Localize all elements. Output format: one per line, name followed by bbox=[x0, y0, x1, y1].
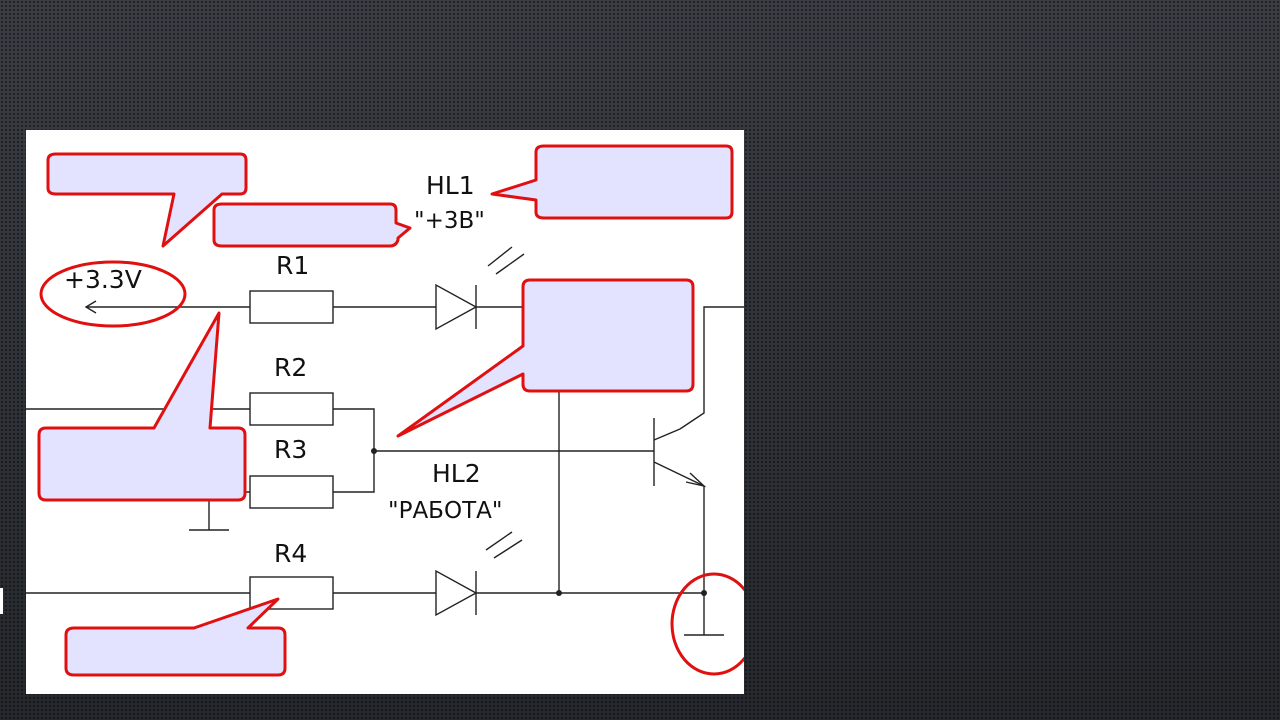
wire-collector bbox=[679, 306, 744, 430]
diode-hl1 bbox=[435, 283, 478, 331]
callout-hl1-ref[interactable] bbox=[490, 144, 734, 220]
resistor-r2 bbox=[249, 392, 334, 426]
r4-label: R4 bbox=[274, 539, 307, 568]
r2-label: R2 bbox=[274, 353, 307, 382]
highlight-rail-ellipse[interactable] bbox=[39, 260, 187, 328]
schematic-panel: +3.3V R1 R2 R3 R4 HL1 "+3В" HL2 "РАБОТА" bbox=[26, 130, 744, 694]
hl2-name-label: "РАБОТА" bbox=[388, 498, 502, 524]
resistor-r3 bbox=[249, 475, 334, 509]
r3-label: R3 bbox=[274, 435, 307, 464]
callout-hl1-name[interactable] bbox=[212, 202, 412, 248]
hl1-light-arrow-2 bbox=[495, 253, 525, 275]
transistor-emitter bbox=[653, 461, 705, 487]
hl2-ref-label: HL2 bbox=[432, 459, 481, 488]
wire-r2-node bbox=[333, 408, 375, 493]
callout-rail[interactable] bbox=[37, 311, 247, 502]
resistor-r1 bbox=[249, 290, 334, 324]
hl2-light-arrow-1 bbox=[485, 531, 513, 551]
edge-mark bbox=[0, 588, 3, 614]
hl1-name-label: "+3В" bbox=[414, 208, 485, 234]
junction-base bbox=[371, 448, 377, 454]
r1-label: R1 bbox=[276, 251, 309, 280]
junction-bottom-right bbox=[701, 590, 707, 596]
highlight-ground-ellipse[interactable] bbox=[670, 572, 744, 676]
diode-hl2 bbox=[435, 569, 478, 617]
transistor-emitter-arrow bbox=[685, 472, 707, 488]
transistor-collector bbox=[653, 428, 681, 441]
hl2-light-arrow-2 bbox=[493, 539, 523, 559]
callout-r4[interactable] bbox=[64, 597, 287, 677]
callout-top-left[interactable] bbox=[46, 152, 248, 248]
rail-arrow bbox=[84, 300, 97, 314]
schematic-svg: +3.3V R1 R2 R3 R4 HL1 "+3В" HL2 "РАБОТА" bbox=[26, 144, 744, 677]
hl1-light-arrow-1 bbox=[487, 246, 513, 267]
hl1-ref-label: HL1 bbox=[426, 171, 475, 200]
junction-bottom-mid bbox=[556, 590, 562, 596]
rail-label: +3.3V bbox=[64, 265, 142, 294]
callout-base-node[interactable] bbox=[396, 278, 695, 438]
